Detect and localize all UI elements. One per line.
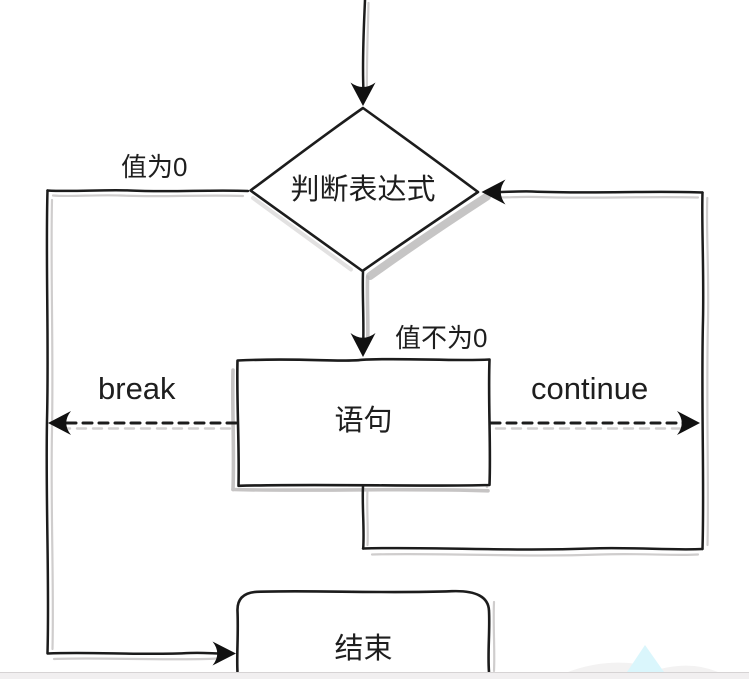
watermark: [568, 645, 718, 672]
edge-label-value-zero: 值为0: [121, 152, 188, 182]
footer-strip: [0, 672, 749, 679]
arrowheads: [48, 82, 700, 666]
edge-value-zero-v: [45, 189, 50, 655]
statement-label: 语句: [334, 405, 393, 437]
arrowhead-loop-left: [481, 179, 506, 205]
decision-label: 判断表达式: [290, 174, 436, 206]
arrowhead-continue-right: [677, 411, 700, 435]
edge-entry-line: [361, 0, 367, 94]
decision-diamond: [249, 106, 480, 273]
sketch-ink-lines: [45, 0, 705, 656]
edge-loop-right: [701, 191, 705, 551]
arrowhead-nonzero-down: [350, 333, 376, 357]
end-rounded-rect: [235, 589, 491, 673]
arrowhead-entry-down: [350, 82, 376, 106]
edge-label-value-nonzero: 值不为0: [395, 323, 488, 353]
edge-value-zero-h: [46, 189, 250, 193]
arrowhead-break-left: [48, 411, 71, 435]
edge-label-break: break: [98, 371, 176, 406]
decision-diamond-shadow-left: [251, 196, 353, 272]
arrowhead-end-right: [212, 641, 236, 666]
edge-loop-top: [488, 190, 704, 194]
sketch-shadow-lines: [50, 1, 710, 673]
end-label: 结束: [334, 633, 393, 665]
edge-value-nonzero-line: [361, 270, 365, 347]
decision-diamond-shadow: [366, 192, 491, 280]
edge-to-end-h: [46, 651, 228, 656]
edge-loop-bottom: [361, 546, 704, 551]
edge-label-continue: continue: [531, 371, 649, 406]
edge-loop-stub: [361, 485, 365, 550]
statement-rect: [235, 357, 492, 488]
